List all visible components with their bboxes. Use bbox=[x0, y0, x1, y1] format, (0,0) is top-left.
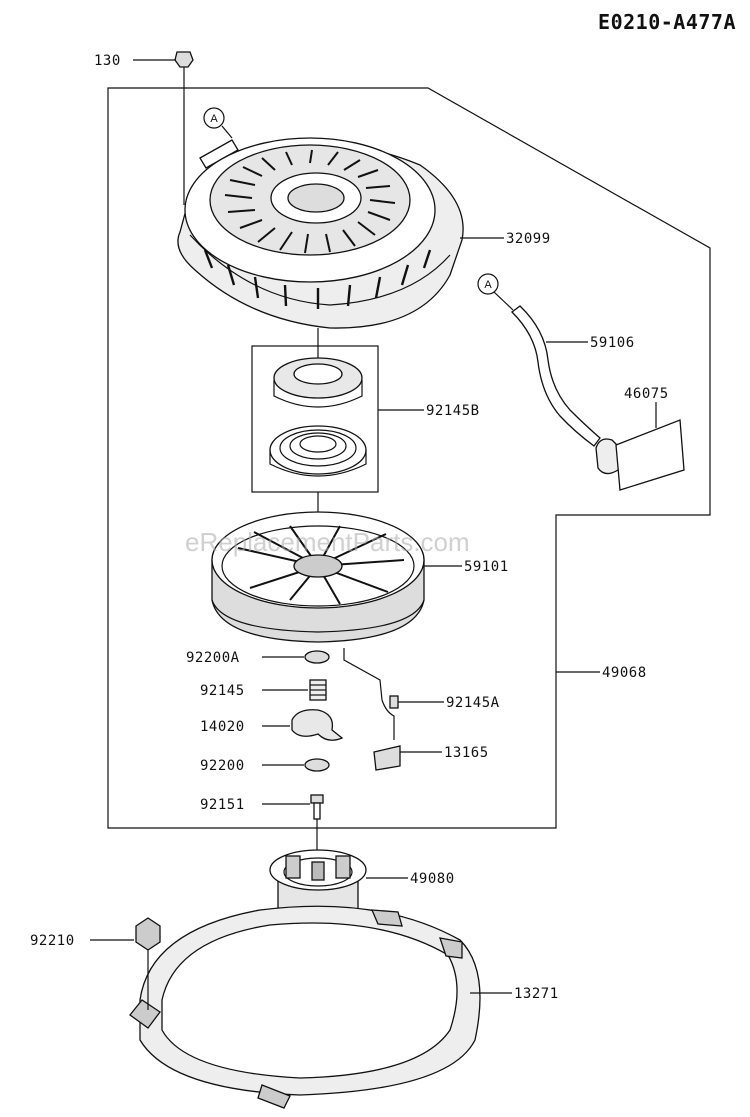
nut-92210 bbox=[135, 917, 161, 1010]
washer-92200 bbox=[304, 758, 330, 772]
part-label-92200: 92200 bbox=[200, 758, 245, 774]
callout-a-rope: A bbox=[477, 273, 514, 311]
part-label-92145b: 92145B bbox=[426, 403, 480, 419]
part-label-92145: 92145 bbox=[200, 683, 245, 699]
svg-text:A: A bbox=[210, 113, 218, 125]
bolt-130 bbox=[174, 51, 194, 205]
part-label-14020: 14020 bbox=[200, 719, 245, 735]
spring-coil-92145b bbox=[269, 425, 367, 477]
spring-set-box bbox=[251, 345, 379, 493]
part-label-92210: 92210 bbox=[30, 933, 75, 949]
part-label-130: 130 bbox=[94, 53, 121, 69]
rope-59106 bbox=[511, 305, 601, 447]
spring-case-92145b bbox=[273, 357, 363, 408]
diagram-code: E0210-A477A bbox=[598, 10, 736, 34]
callout-a-cover: A bbox=[199, 107, 239, 169]
part-label-46075: 46075 bbox=[624, 386, 669, 402]
part-label-13165: 13165 bbox=[444, 745, 489, 761]
watermark: eReplacementParts.com bbox=[185, 527, 470, 557]
part-label-92145a: 92145A bbox=[446, 695, 500, 711]
part-label-32099: 32099 bbox=[506, 231, 551, 247]
pawl-13165 bbox=[373, 745, 401, 771]
part-label-13271: 13271 bbox=[514, 986, 559, 1002]
assembly-outline bbox=[107, 87, 711, 829]
washer-92200a bbox=[304, 650, 330, 664]
part-label-92151: 92151 bbox=[200, 797, 245, 813]
part-label-49080: 49080 bbox=[410, 871, 455, 887]
reel-59101 bbox=[211, 511, 425, 643]
handle-46075 bbox=[595, 419, 685, 491]
spring-92145 bbox=[309, 679, 327, 701]
starter-cover-32099 bbox=[177, 137, 464, 329]
plate-13271 bbox=[129, 905, 481, 1109]
part-label-92200a: 92200A bbox=[186, 650, 240, 666]
spring-pin-92145a bbox=[343, 648, 399, 740]
part-label-59101: 59101 bbox=[464, 559, 509, 575]
part-label-59106: 59106 bbox=[590, 335, 635, 351]
svg-text:A: A bbox=[484, 279, 492, 291]
ratchet-14020 bbox=[291, 709, 344, 741]
part-label-49068: 49068 bbox=[602, 665, 647, 681]
